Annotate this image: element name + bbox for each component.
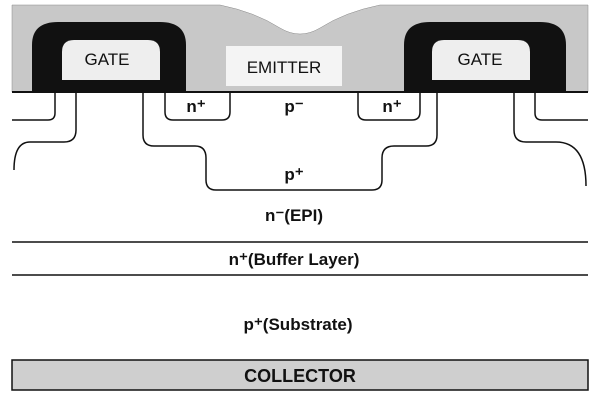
gate-poly-right: [432, 40, 530, 80]
collector-metal: [11, 359, 589, 391]
left-edge-pbody-outline: [12, 92, 56, 121]
n-plus-left-region: [164, 92, 231, 121]
substrate-label: p⁺(Substrate): [243, 315, 352, 334]
buffer-layer-label: n⁺(Buffer Layer): [229, 250, 360, 269]
p-plus-label: p⁺: [284, 165, 303, 184]
n-epi-label: n⁻(EPI): [265, 206, 323, 225]
n-plus-left-label: n⁺: [186, 97, 205, 116]
gate-label-left: GATE: [84, 50, 129, 69]
emitter-label: EMITTER: [247, 58, 322, 77]
n-plus-right-region: [357, 92, 421, 121]
left-edge-pplus-outline: [13, 92, 77, 171]
p-minus-label: p⁻: [284, 97, 303, 116]
p-minus-body-region: [142, 92, 438, 191]
gate-label-right: GATE: [457, 50, 502, 69]
right-edge-pbody-outline: [534, 92, 588, 121]
collector-label: COLLECTOR: [244, 366, 356, 386]
right-edge-pplus-outline: [513, 92, 587, 187]
gate-poly-left: [62, 40, 160, 80]
n-plus-right-label: n⁺: [382, 97, 401, 116]
emitter-label-box: [226, 46, 342, 86]
